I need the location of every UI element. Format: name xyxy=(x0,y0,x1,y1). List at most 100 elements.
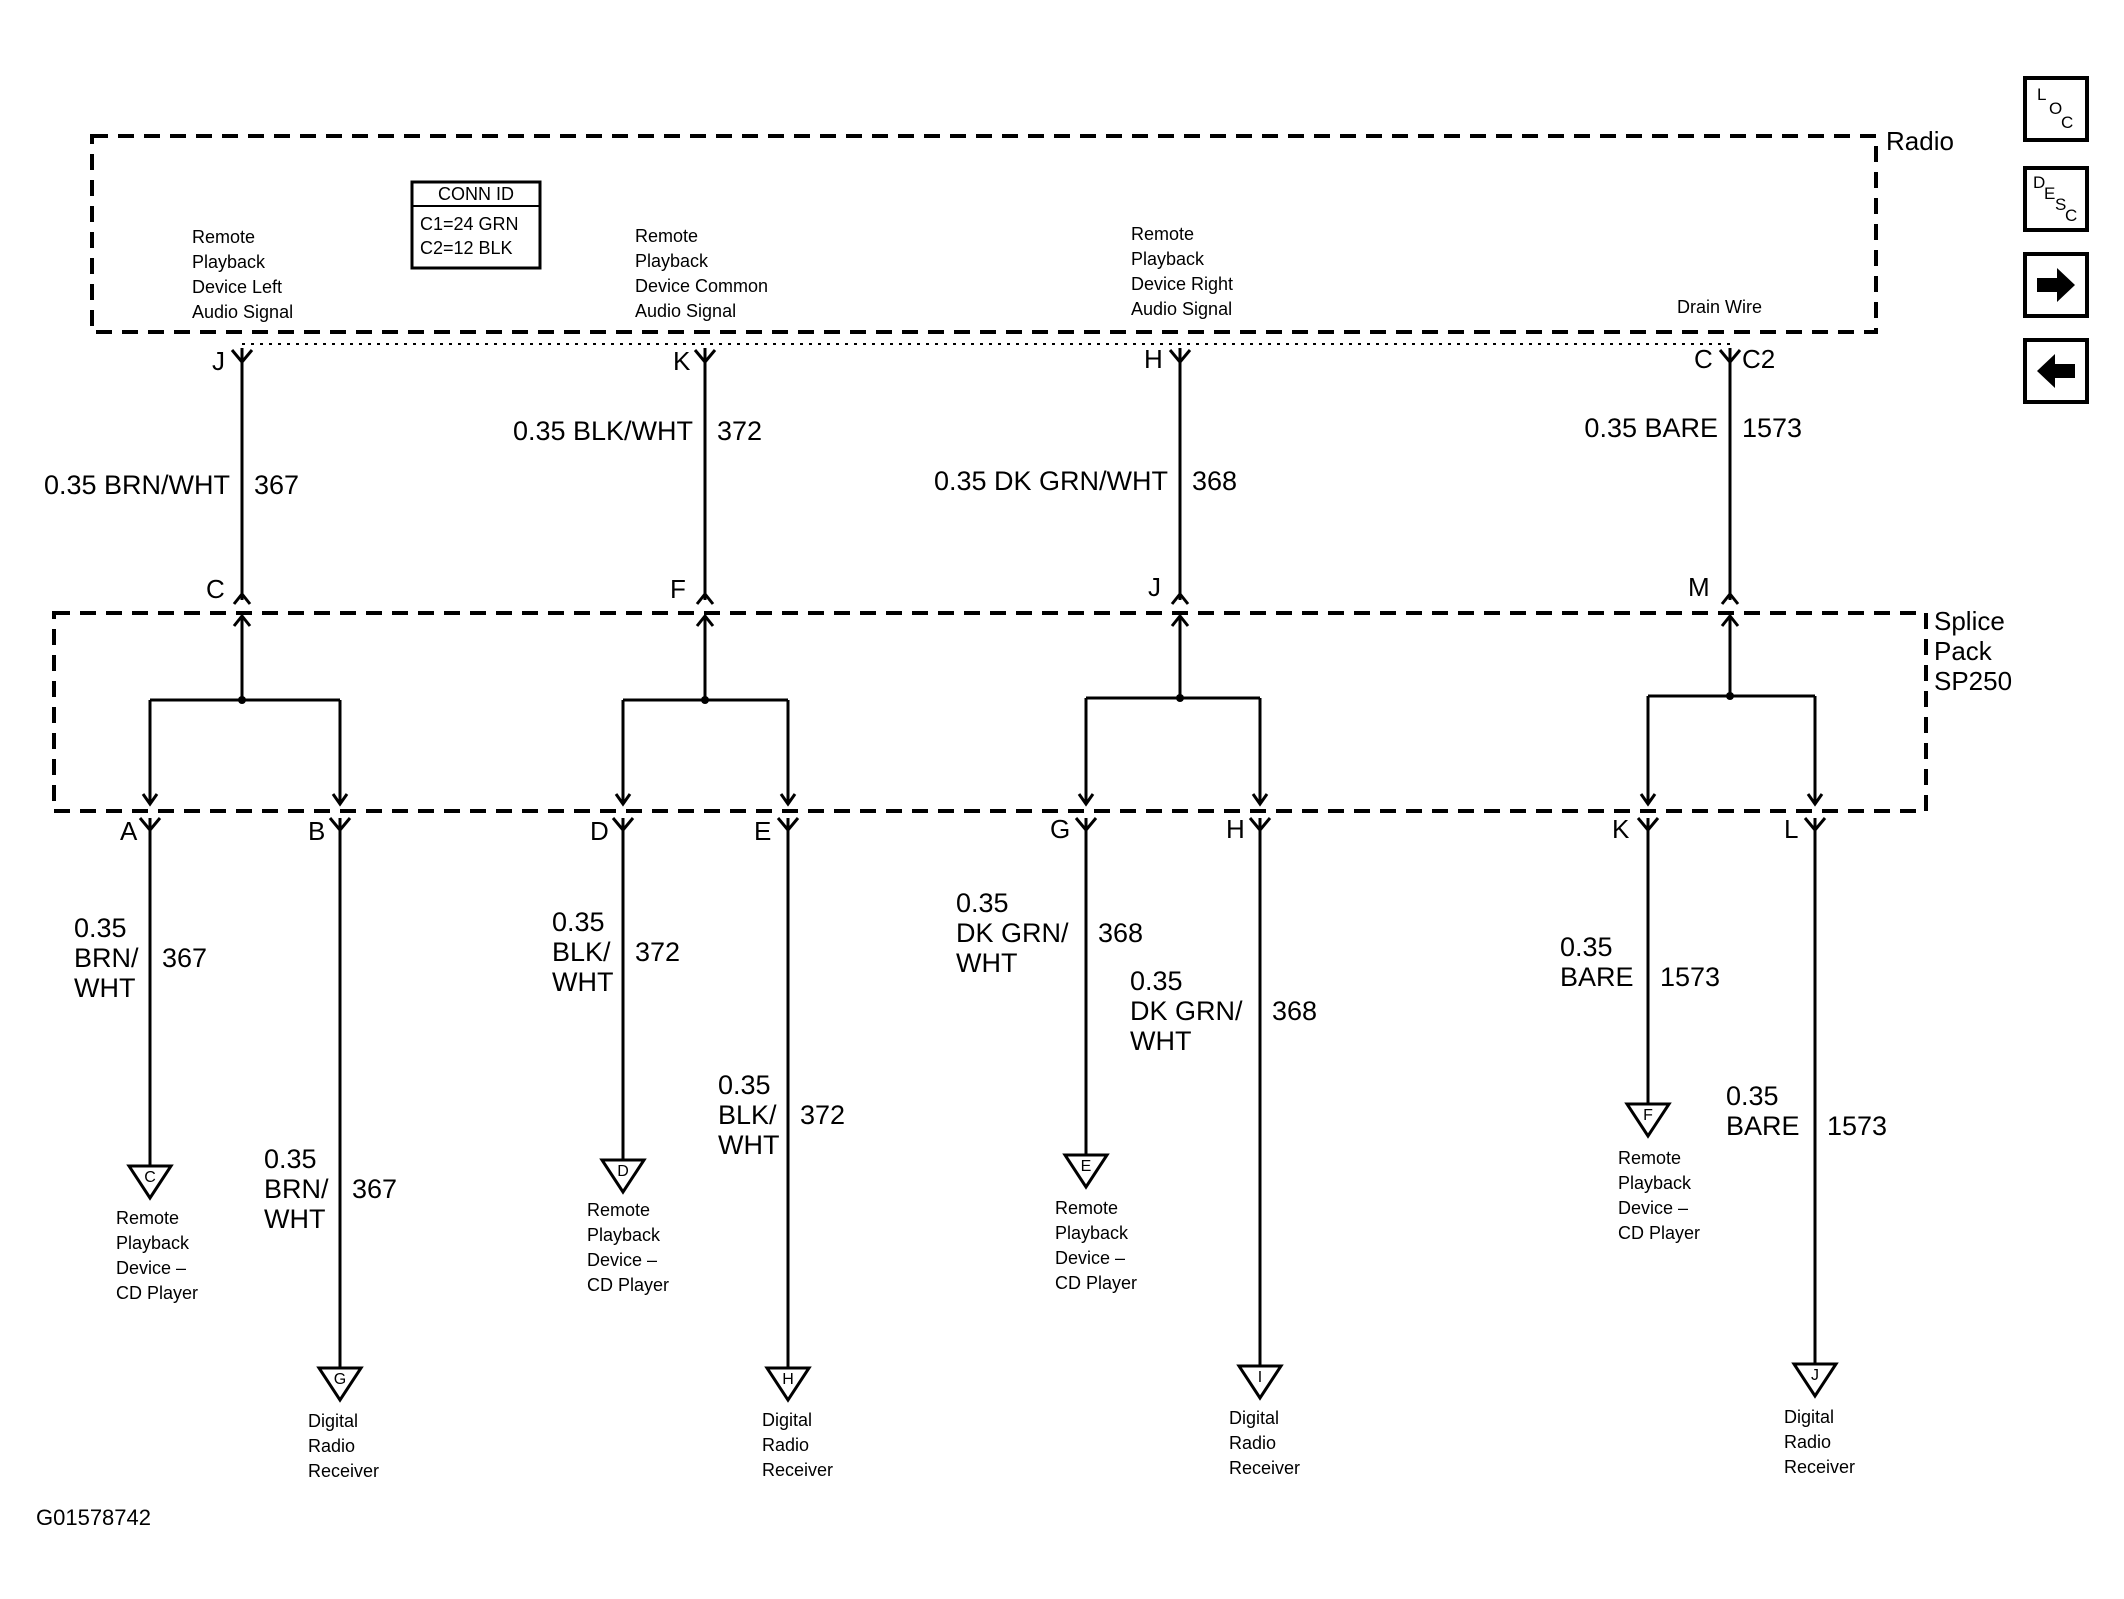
connector-J-symbol xyxy=(230,349,254,365)
svg-text:CD Player: CD Player xyxy=(587,1275,669,1295)
pin-C-bottom: C xyxy=(206,574,225,604)
terminal-G-triangle xyxy=(316,1366,364,1403)
svg-text:0.35: 0.35 xyxy=(264,1144,317,1174)
dest-label-B: Digital Radio Receiver xyxy=(308,1411,379,1481)
connector-C-symbol xyxy=(232,591,252,605)
terminal-F-triangle xyxy=(1624,1102,1672,1139)
dest-label-K: Remote Playback Device – CD Player xyxy=(1618,1148,1700,1243)
wire-label-H: 0.35 DK GRN/ WHT 368 xyxy=(1130,966,1317,1056)
svg-text:Digital: Digital xyxy=(1784,1407,1834,1427)
wire-label-368: 0.35 DK GRN/WHT xyxy=(934,466,1168,496)
svg-text:Receiver: Receiver xyxy=(762,1460,833,1480)
svg-text:0.35: 0.35 xyxy=(552,907,605,937)
pin-A: A xyxy=(120,816,138,846)
pin-J-top: J xyxy=(212,346,225,376)
svg-text:0.35: 0.35 xyxy=(718,1070,771,1100)
connector-J2-symbol xyxy=(1170,591,1190,605)
svg-text:SP250: SP250 xyxy=(1934,666,2012,696)
radio-label: Radio xyxy=(1886,126,1954,156)
svg-text:Remote: Remote xyxy=(635,226,698,246)
svg-text:L: L xyxy=(2037,85,2046,104)
pin-C-top: C xyxy=(1694,344,1713,374)
svg-text:WHT: WHT xyxy=(1130,1026,1191,1056)
svg-text:C: C xyxy=(2061,113,2073,132)
svg-text:Digital: Digital xyxy=(308,1411,358,1431)
loc-button[interactable]: L O C xyxy=(2023,76,2089,142)
svg-text:Digital: Digital xyxy=(762,1410,812,1430)
terminal-C-triangle xyxy=(126,1164,174,1201)
dest-label-L: Digital Radio Receiver xyxy=(1784,1407,1855,1477)
terminal-J-triangle xyxy=(1791,1362,1839,1399)
svg-text:1573: 1573 xyxy=(1660,962,1720,992)
svg-text:Device –: Device – xyxy=(1618,1198,1688,1218)
svg-text:Drain Wire: Drain Wire xyxy=(1677,297,1762,317)
splice-node-1573 xyxy=(1726,692,1734,700)
splice-pack-label: Splice Pack SP250 xyxy=(1934,606,2012,696)
svg-text:368: 368 xyxy=(1272,996,1317,1026)
svg-text:Remote: Remote xyxy=(1131,224,1194,244)
svg-text:Audio Signal: Audio Signal xyxy=(635,301,736,321)
svg-text:Remote: Remote xyxy=(1055,1198,1118,1218)
svg-text:Radio: Radio xyxy=(1784,1432,1831,1452)
wire-label-L: 0.35 BARE 1573 xyxy=(1726,1081,1887,1141)
svg-text:Playback: Playback xyxy=(1618,1173,1692,1193)
forward-button[interactable] xyxy=(2023,252,2089,318)
circuit-368: 368 xyxy=(1192,466,1237,496)
signal-label-drain: Drain Wire xyxy=(1677,297,1762,317)
pin-H-top: H xyxy=(1144,344,1163,374)
svg-text:Playback: Playback xyxy=(1131,249,1205,269)
svg-text:Receiver: Receiver xyxy=(1229,1458,1300,1478)
svg-text:O: O xyxy=(2049,99,2062,118)
desc-button[interactable]: D E S C xyxy=(2023,166,2089,232)
svg-text:Remote: Remote xyxy=(116,1208,179,1228)
wire-label-D: 0.35 BLK/ WHT 372 xyxy=(552,907,680,997)
svg-text:1573: 1573 xyxy=(1827,1111,1887,1141)
signal-label-common: Remote Playback Device Common Audio Sign… xyxy=(635,226,768,321)
svg-text:BARE: BARE xyxy=(1726,1111,1800,1141)
terminal-D-letter: D xyxy=(617,1163,629,1180)
wire-label-367: 0.35 BRN/WHT xyxy=(44,470,230,500)
pin-K-top: K xyxy=(673,346,691,376)
svg-text:Playback: Playback xyxy=(1055,1223,1129,1243)
pin-E: E xyxy=(754,816,771,846)
pin-J-bottom: J xyxy=(1148,572,1161,602)
svg-text:372: 372 xyxy=(800,1100,845,1130)
pin-H: H xyxy=(1226,814,1245,844)
svg-text:BLK/: BLK/ xyxy=(552,937,611,967)
svg-text:367: 367 xyxy=(352,1174,397,1204)
terminal-I-letter: I xyxy=(1258,1369,1262,1386)
wire-label-K: 0.35 BARE 1573 xyxy=(1560,932,1720,992)
connector-K-symbol xyxy=(693,349,717,365)
svg-text:BLK/: BLK/ xyxy=(718,1100,777,1130)
svg-text:E: E xyxy=(2044,184,2055,203)
svg-text:0.35: 0.35 xyxy=(1130,966,1183,996)
connector-M-symbol xyxy=(1720,591,1740,605)
svg-text:BRN/: BRN/ xyxy=(74,943,139,973)
connector-C2-symbol xyxy=(1718,349,1742,365)
terminal-H-triangle xyxy=(764,1366,812,1403)
svg-text:Radio: Radio xyxy=(1229,1433,1276,1453)
svg-text:Device Right: Device Right xyxy=(1131,274,1233,294)
pin-M-bottom: M xyxy=(1688,572,1710,602)
svg-text:CD Player: CD Player xyxy=(1618,1223,1700,1243)
svg-text:372: 372 xyxy=(635,937,680,967)
signal-label-left: Remote Playback Device Left Audio Signal xyxy=(192,227,293,322)
terminal-G-letter: G xyxy=(334,1371,346,1388)
connector-H-symbol xyxy=(1168,349,1192,365)
back-button[interactable] xyxy=(2023,338,2089,404)
svg-text:CD Player: CD Player xyxy=(1055,1273,1137,1293)
svg-text:C: C xyxy=(2065,206,2077,225)
svg-text:BARE: BARE xyxy=(1560,962,1634,992)
svg-text:Pack: Pack xyxy=(1934,636,1993,666)
terminal-J-letter: J xyxy=(1811,1367,1819,1384)
pin-L: L xyxy=(1784,814,1798,844)
pin-K: K xyxy=(1612,814,1630,844)
svg-text:WHT: WHT xyxy=(718,1130,779,1160)
terminal-D-triangle xyxy=(599,1158,647,1195)
svg-text:Remote: Remote xyxy=(587,1200,650,1220)
dest-label-A: Remote Playback Device – CD Player xyxy=(116,1208,198,1303)
svg-text:Radio: Radio xyxy=(762,1435,809,1455)
dest-label-D: Remote Playback Device – CD Player xyxy=(587,1200,669,1295)
svg-text:367: 367 xyxy=(162,943,207,973)
wire-label-G: 0.35 DK GRN/ WHT 368 xyxy=(956,888,1143,978)
